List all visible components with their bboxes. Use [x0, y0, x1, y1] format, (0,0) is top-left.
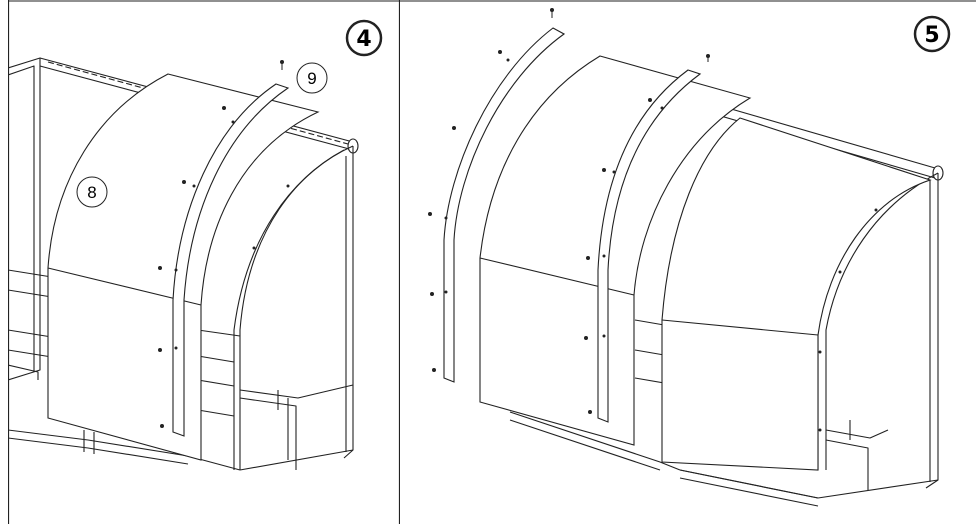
step-5-drawing: [400, 0, 976, 507]
step-number: 4: [356, 27, 371, 52]
step-4-drawing: [8, 0, 400, 524]
part-callout-8: 8: [76, 176, 108, 208]
step-number-badge: 4: [345, 19, 383, 57]
step-4-panel: 4 8 9: [8, 0, 400, 524]
part-number: 8: [87, 183, 96, 202]
step-number-badge: 5: [913, 15, 951, 53]
part-number: 9: [307, 69, 316, 88]
part-callout-9: 9: [296, 62, 328, 94]
step-5-panel: 5: [400, 0, 976, 524]
step-number: 5: [924, 23, 939, 48]
